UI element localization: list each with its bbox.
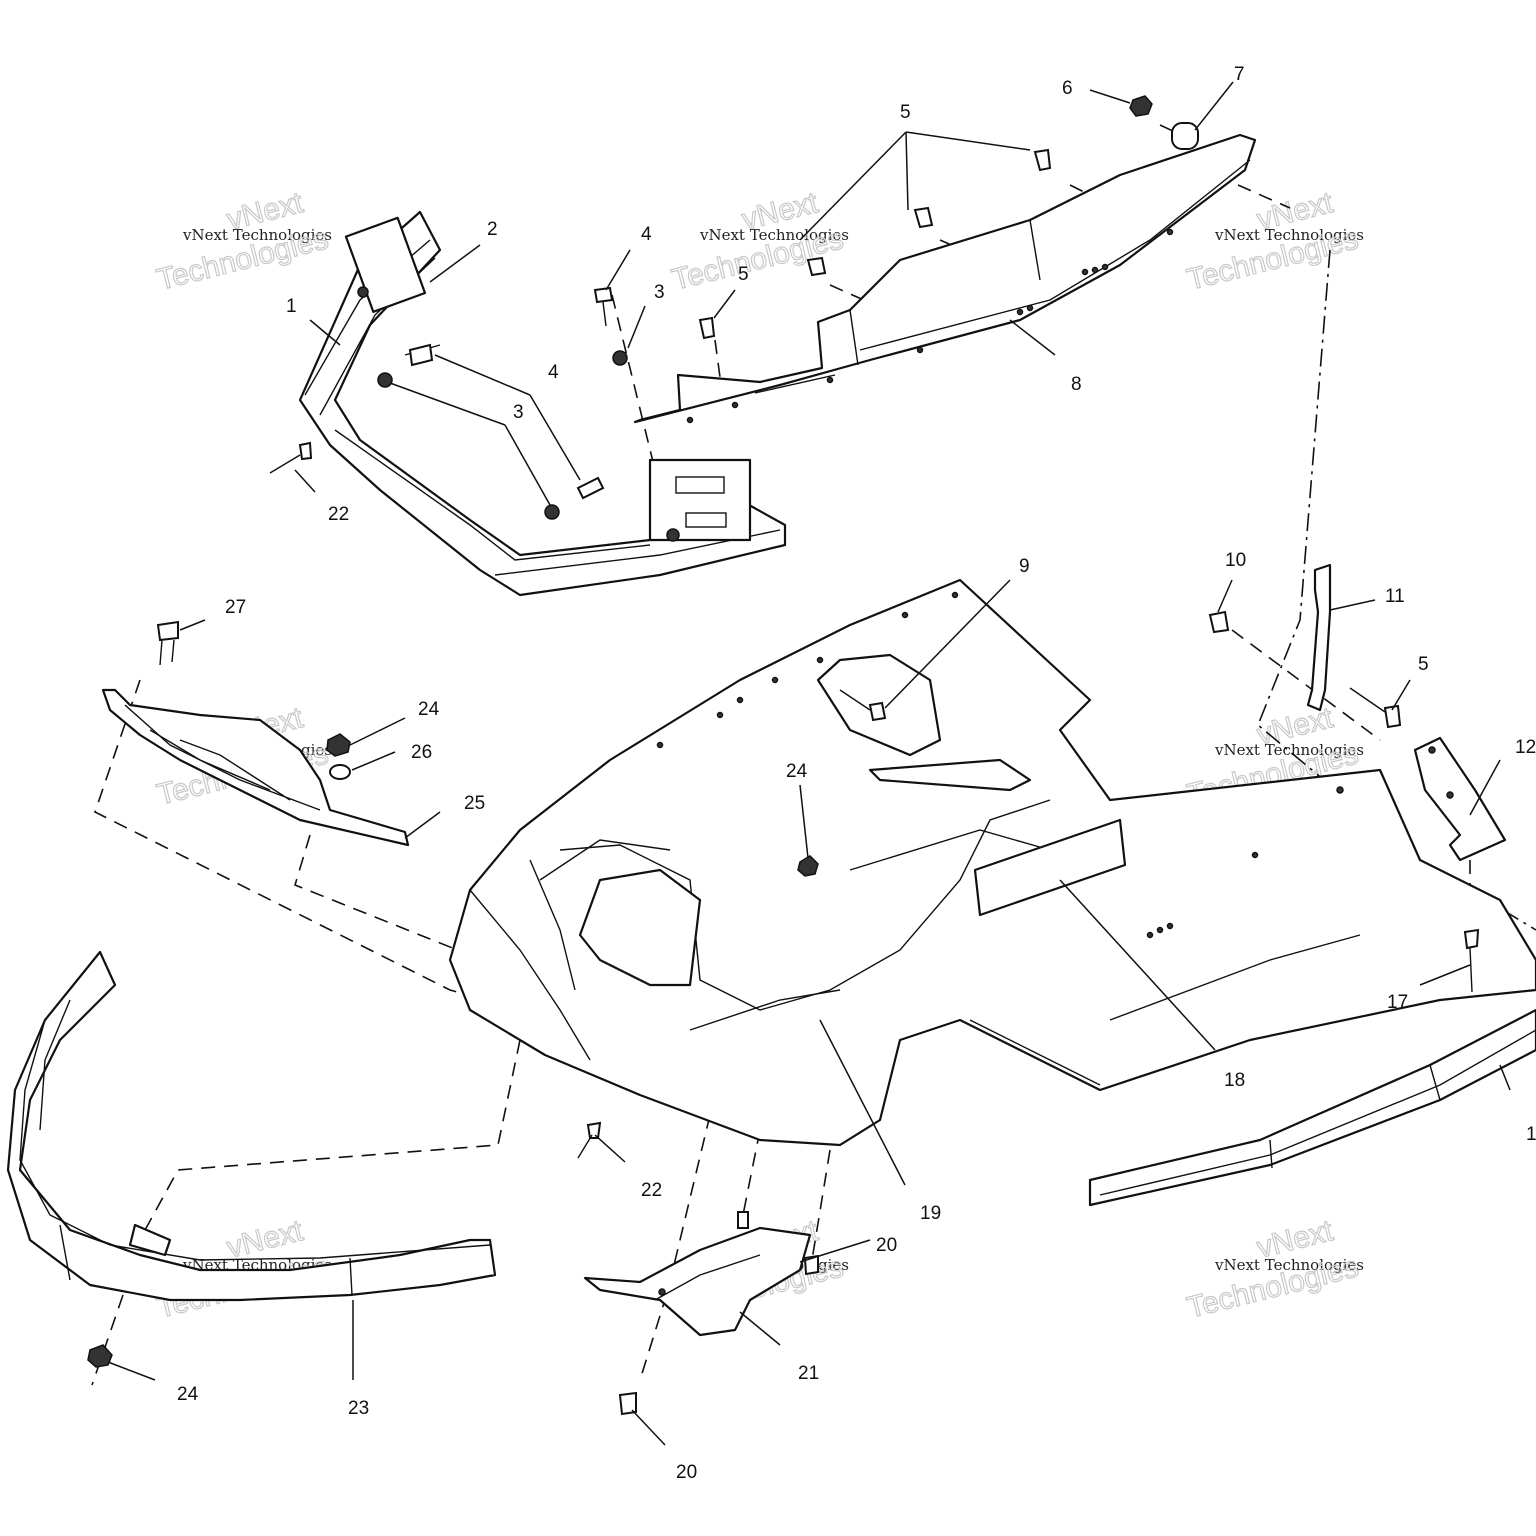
callout-5: 5	[900, 102, 911, 123]
callout-21: 21	[798, 1363, 819, 1384]
callout-22: 22	[328, 504, 349, 525]
part-nose-pan	[448, 578, 1536, 1147]
callout-24: 24	[177, 1384, 199, 1405]
callout-12: 12	[1515, 737, 1536, 758]
callout-numbers: 1 2 3 3 4 4 5 5 5 6 7 8 9 10 11 12 17 18…	[177, 64, 1536, 1483]
part-link-rod	[1306, 563, 1332, 712]
part-left-bumper-tube	[6, 950, 497, 1302]
part-front-bracket-left	[298, 210, 787, 597]
callout-1: 1	[286, 296, 297, 317]
svg-text:vNext Technologies: vNext Technologies	[1214, 741, 1364, 759]
watermark-top-center: vNext vNext Technologies Technologies	[668, 185, 849, 297]
svg-text:vNext Technologies: vNext Technologies	[1214, 1256, 1364, 1274]
callout-1-right: 1	[1526, 1124, 1536, 1145]
callout-3: 3	[513, 402, 524, 423]
callout-24: 24	[418, 699, 440, 720]
callout-5: 5	[1418, 654, 1429, 675]
callout-8: 8	[1071, 374, 1082, 395]
part-upper-bumper-bar	[633, 133, 1257, 424]
callout-9: 9	[1019, 556, 1030, 577]
callout-6: 6	[1062, 78, 1073, 99]
part-skid-plate	[583, 1226, 812, 1337]
callout-27: 27	[225, 597, 246, 618]
part-left-side-panel	[101, 688, 410, 847]
callout-5: 5	[738, 264, 749, 285]
svg-text:vNext Technologies: vNext Technologies	[699, 226, 849, 244]
callout-10: 10	[1225, 550, 1246, 571]
callout-26: 26	[411, 742, 432, 763]
svg-text:vNext Technologies: vNext Technologies	[1214, 226, 1364, 244]
part-right-bumper-tube	[1088, 1008, 1536, 1207]
callout-23: 23	[348, 1398, 369, 1419]
callout-25: 25	[464, 793, 485, 814]
hardware	[87, 95, 1480, 1416]
part-right-bracket	[1413, 736, 1507, 862]
callout-20: 20	[676, 1462, 697, 1483]
callout-7: 7	[1234, 64, 1245, 85]
watermark-top-right: vNext vNext Technologies Technologies	[1183, 185, 1364, 297]
callout-4: 4	[641, 224, 652, 245]
callout-19: 19	[920, 1203, 941, 1224]
callout-24: 24	[786, 761, 808, 782]
callout-3: 3	[654, 282, 665, 303]
watermark-top-left: vNext vNext Technologies Technologies	[153, 185, 332, 297]
callout-4: 4	[548, 362, 559, 383]
svg-text:vNext Technologies: vNext Technologies	[182, 226, 332, 244]
callout-18: 18	[1224, 1070, 1245, 1091]
callout-2: 2	[487, 219, 498, 240]
watermark-bottom-right: vNext vNext Technologies Technologies	[1183, 1213, 1364, 1325]
leader-lines	[107, 81, 1511, 1446]
callout-11: 11	[1385, 586, 1405, 607]
callout-22: 22	[641, 1180, 662, 1201]
callout-20: 20	[876, 1235, 897, 1256]
callout-17: 17	[1387, 992, 1408, 1013]
